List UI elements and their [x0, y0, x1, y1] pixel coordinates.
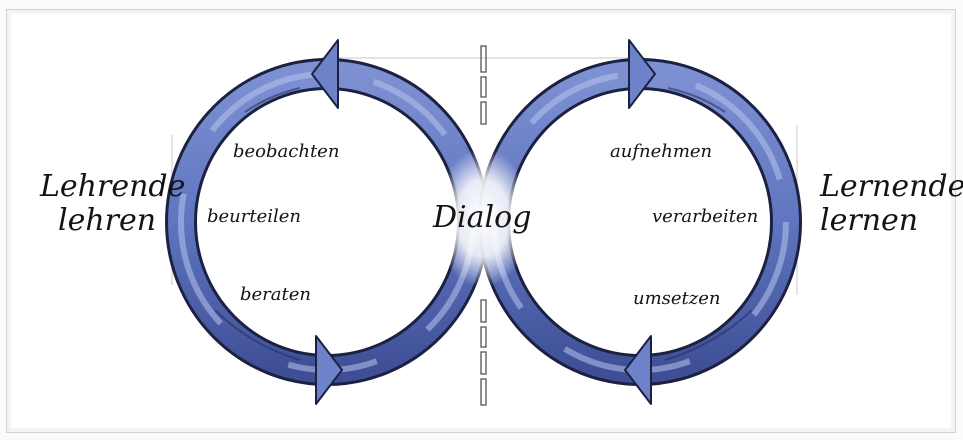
left-side-label: Lehrende lehren — [40, 170, 185, 238]
dialog-label: Dialog — [433, 203, 531, 233]
step-umsetzen: umsetzen — [633, 290, 721, 308]
right-side-line1: Lernende — [820, 170, 963, 204]
right-side-line2: lernen — [820, 204, 963, 238]
step-aufnehmen: aufnehmen — [610, 143, 712, 161]
step-verarbeiten: verarbeiten — [652, 208, 758, 226]
right-bottom-arrowhead — [625, 336, 651, 404]
left-bottom-arrowhead — [316, 336, 342, 404]
left-side-line1: Lehrende — [40, 170, 185, 204]
left-top-arrowhead — [312, 40, 338, 108]
left-side-line2: lehren — [40, 204, 185, 238]
step-beobachten: beobachten — [233, 143, 339, 161]
right-top-arrowhead — [629, 40, 655, 108]
right-side-label: Lernende lernen — [820, 170, 963, 238]
step-beraten: beraten — [240, 286, 311, 304]
step-beurteilen: beurteilen — [207, 208, 301, 226]
